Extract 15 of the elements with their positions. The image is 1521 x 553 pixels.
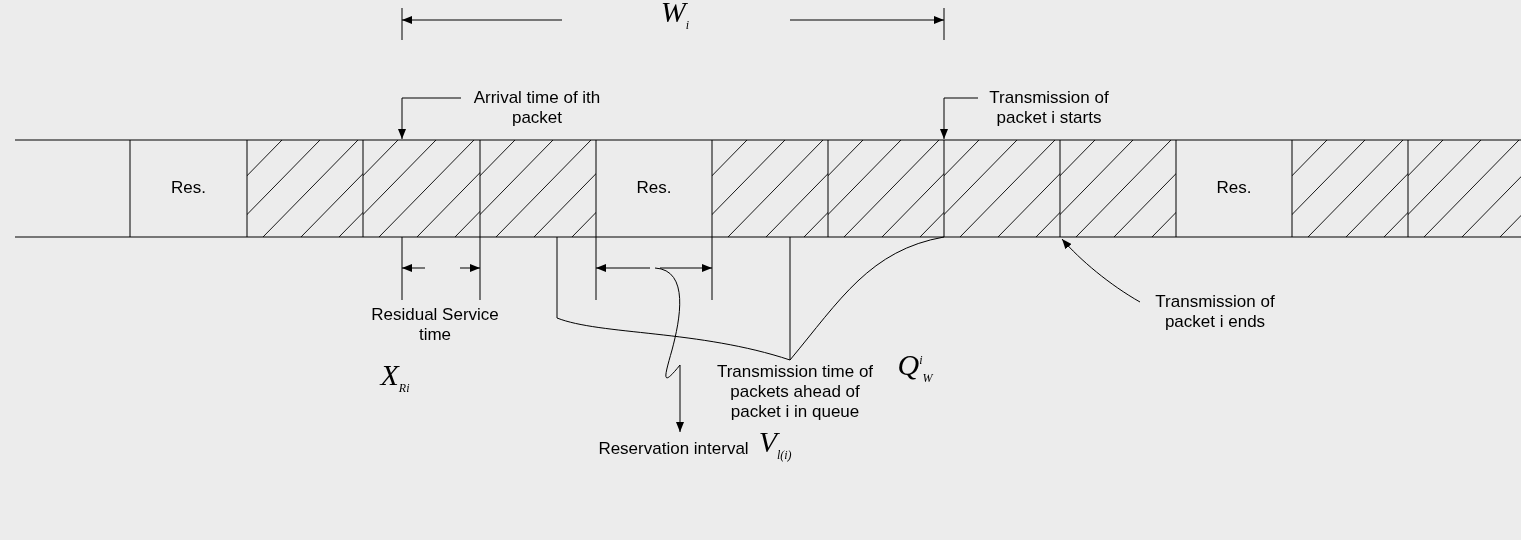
slot-label: Res.: [635, 178, 673, 198]
annotation-text: Transmission of packet i starts: [988, 88, 1110, 128]
slot-label: Res.: [170, 178, 207, 198]
annotation-text: Reservation interval: [598, 438, 749, 459]
slot-label: Res.: [1215, 178, 1253, 198]
dimension-label: Residual Service time: [370, 305, 500, 345]
annotation-text: Transmission time of packets ahead of packet i in queue: [715, 362, 875, 422]
arrow: [940, 97, 979, 140]
annotation-text: Arrival time of ith packet: [472, 88, 602, 128]
arrow: [654, 267, 684, 433]
arrow: [1061, 238, 1141, 303]
annotation-text: Transmission of packet i ends: [1154, 292, 1276, 332]
math-symbol: V$_{l(i)}$: [758, 432, 792, 464]
math-symbol: W$_{i}$: [659, 2, 691, 34]
arrow: [398, 97, 462, 140]
